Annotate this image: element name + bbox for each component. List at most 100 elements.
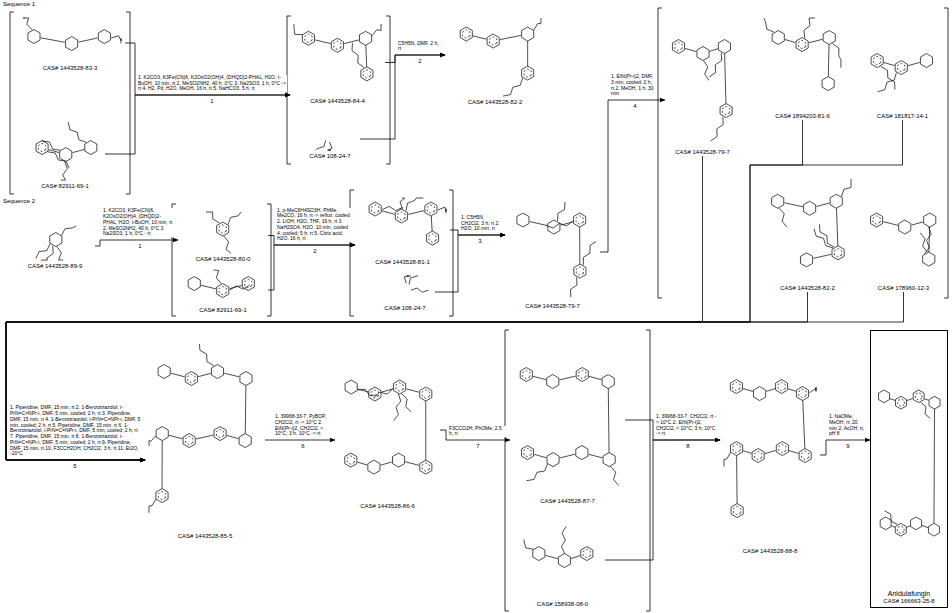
bond [224,373,239,377]
ring-bond [798,40,805,48]
bond [788,389,796,392]
bond [382,211,395,214]
bond [546,555,558,558]
reaction-arrow [820,440,870,455]
cas-number: CAS# 178960-12-3 [877,285,930,292]
ring [185,372,197,386]
sequence-heading: Sequence 2 [3,198,35,205]
bond [589,454,603,458]
ring-bond [245,279,252,287]
ring [395,209,407,223]
bond [473,36,486,39]
ring [521,446,533,460]
ring [772,31,784,45]
ring [871,54,883,68]
molecule-sketch [871,213,936,266]
ring-bond [363,70,370,78]
ring [369,387,381,401]
reaction-arrow [6,120,803,460]
cas-number: CAS# 1443528-82-2 [779,285,836,292]
side-chain [149,499,156,513]
ring [880,517,891,530]
product-box: AnidulafunginCAS# 166663-25-8 [870,330,948,608]
reaction-arrow [125,43,290,95]
ring [460,27,472,41]
bond [560,376,576,380]
compound: CAS# 1443528-89-9 [15,222,95,270]
ring [928,523,939,536]
side-chain [583,241,596,265]
ring-bond [186,436,193,444]
ring [517,213,529,227]
ring-bond [576,216,583,224]
ring [776,380,788,394]
bond [908,62,920,65]
cas-number: CAS# 1443528-89-9 [27,263,84,270]
side-chain [374,389,393,398]
reaction-conditions: 1. 39968-33-7, CH2Cl2, rt -> 10°C 2. EtN… [656,414,717,437]
bond [72,149,84,152]
molecule-sketch [294,24,381,81]
ring [156,427,168,441]
side-chain [402,394,412,412]
bracket [172,204,271,316]
ring [603,453,615,467]
ring [368,460,380,474]
cas-number: CAS# 181817-14-1 [876,113,929,120]
side-chain [877,73,896,92]
compound: CAS# 82911-69-1 [178,266,268,314]
ring-bond [897,526,904,534]
side-chain [228,212,241,225]
side-chain [832,44,841,68]
side-chain [394,394,401,421]
step-number: 9 [846,443,849,450]
molecule-sketch [345,380,432,474]
ring [731,442,743,456]
molecule-sketch [879,390,940,536]
ring-bond [898,399,905,407]
reaction-arrow [105,95,290,154]
reaction-conditions: 1. C5H5N, CH2Cl2, 3 h, rt 2. H2O, 10 min… [461,215,502,232]
ring [156,489,168,503]
side-chain [42,141,60,150]
compound: CAS# 1443528-82-2 [760,175,855,292]
ring [752,449,764,463]
ring-bond [898,63,905,71]
side-chain [819,224,834,247]
reaction-arrow [265,440,335,441]
cas-number: CAS# 1443528-79-7 [674,149,731,156]
ring [796,387,808,401]
reaction-conditions: C5H5N, DMF, 2 h, rt [398,41,442,53]
ring [574,264,586,278]
reaction-conditions: 1. K2CO3, K3Fe(CN)6, K2OsO2(OH)4, (DHQD)… [103,208,175,237]
ring [830,194,842,208]
ring-bond [755,451,762,459]
side-chain [764,18,774,32]
ring [425,202,437,216]
ring-bond [802,451,809,459]
step-number: 4 [633,103,636,110]
ring-bond [778,382,785,390]
molecule-sketch [772,179,851,267]
bond [890,399,895,401]
side-chain [149,436,156,446]
ring-bond [523,370,530,378]
bond [500,35,521,39]
ring-bond [347,456,354,464]
step-number: 7 [476,443,479,450]
ring [772,194,784,208]
bond [608,389,610,453]
bond [925,399,929,401]
ring-bond [834,249,841,257]
ring-bond [576,267,583,275]
side-chain [57,246,63,260]
ring [796,38,808,52]
side-chain [68,122,86,142]
sequence-heading: Sequence 1 [3,1,35,8]
reaction-conditions: 1. K2CO3, K3Fe(CN)6, K2OsO2(OH)4, (DHQD)… [138,75,287,92]
ring [240,372,252,386]
side-chain [404,276,411,283]
bond [196,435,213,439]
ring-bond [733,506,740,514]
ring-bond [396,383,403,391]
